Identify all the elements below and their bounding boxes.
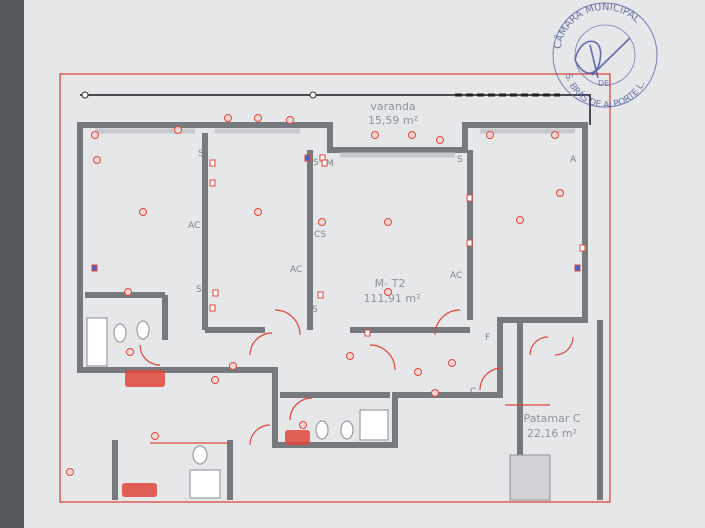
socket-icon <box>466 239 473 247</box>
room-tag: S <box>312 305 318 315</box>
balcony-area: 15,59 m² <box>368 114 418 127</box>
light-point-icon <box>448 359 456 367</box>
light-point-icon <box>431 389 439 397</box>
socket-icon <box>317 291 324 299</box>
light-point-icon <box>384 288 392 296</box>
light-point-icon <box>371 131 379 139</box>
sanitary-fixtures <box>86 317 551 501</box>
light-point-icon <box>151 432 159 440</box>
light-point-icon <box>254 114 262 122</box>
light-point-icon <box>139 208 147 216</box>
socket-icon <box>91 264 98 272</box>
room-tag: C <box>470 387 476 397</box>
room-tag: S <box>313 158 319 168</box>
socket-icon <box>209 304 216 312</box>
socket-icon <box>304 154 311 162</box>
landing-area: 22,16 m² <box>527 427 577 440</box>
socket-icon <box>209 159 216 167</box>
light-point-icon <box>384 218 392 226</box>
light-point-icon <box>408 131 416 139</box>
room-tag: AC <box>450 271 462 281</box>
red-boundary-line <box>59 73 611 503</box>
light-point-icon <box>486 131 494 139</box>
light-point-icon <box>516 216 524 224</box>
svg-text:DE: DE <box>598 79 609 88</box>
light-point-icon <box>174 126 182 134</box>
room-tag: AC <box>188 221 200 231</box>
light-point-icon <box>318 218 326 226</box>
room-tag: S <box>196 285 202 295</box>
light-point-icon <box>414 368 422 376</box>
light-point-icon <box>556 189 564 197</box>
socket-icon <box>466 194 473 202</box>
apartment-area: 111,91 m² <box>363 292 420 305</box>
rail-post <box>309 91 317 99</box>
room-tag: M <box>326 159 334 169</box>
light-point-icon <box>126 348 134 356</box>
window-frames <box>95 128 575 158</box>
balcony-name: varanda <box>370 100 415 113</box>
room-tag: A <box>570 155 577 165</box>
light-point-icon <box>211 376 219 384</box>
light-point-icon <box>229 362 237 370</box>
kitchen-appliances <box>122 370 310 497</box>
light-point-icon <box>93 156 101 164</box>
socket-icon <box>574 264 581 272</box>
light-point-icon <box>346 352 354 360</box>
balcony-rail <box>80 94 591 125</box>
light-point-icon <box>299 421 307 429</box>
room-tag: CS <box>314 230 326 240</box>
landing-name: Patamar C <box>523 412 580 425</box>
socket-icon <box>321 159 328 167</box>
room-tag: AC <box>290 265 302 275</box>
light-point-icon <box>551 131 559 139</box>
light-point-icon <box>436 136 444 144</box>
rail-post <box>81 91 89 99</box>
socket-icon <box>579 244 586 252</box>
door-swings <box>139 309 574 446</box>
electrical-fixtures <box>66 114 586 476</box>
socket-icon <box>364 329 371 337</box>
socket-icon <box>209 179 216 187</box>
light-point-icon <box>254 208 262 216</box>
room-tag: S <box>198 149 204 159</box>
light-point-icon <box>124 288 132 296</box>
apartment-name: M- T2 <box>375 277 406 290</box>
socket-icon <box>212 289 219 297</box>
light-point-icon <box>286 116 294 124</box>
light-point-icon <box>66 468 74 476</box>
light-point-icon <box>224 114 232 122</box>
light-point-icon <box>91 131 99 139</box>
room-tag: S <box>457 155 463 165</box>
room-tag: F <box>485 333 490 343</box>
